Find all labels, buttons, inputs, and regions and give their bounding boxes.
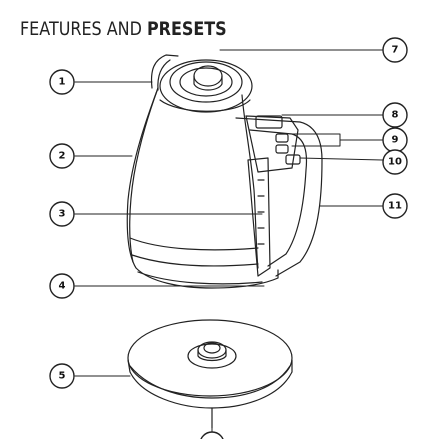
callout-number: 5 (59, 371, 66, 382)
kettle-top-rim (159, 59, 253, 113)
power-base-connector-inner (203, 342, 221, 354)
callout-11: 11 (382, 193, 408, 219)
title-prefix: FEATURES AND (20, 18, 147, 40)
callout-number: 1 (59, 77, 66, 88)
kettle-shoulder (159, 99, 251, 112)
power-base-connector-side (197, 349, 227, 362)
callout-1: 1 (49, 69, 75, 95)
power-base-top (127, 319, 293, 397)
preset-button-down (275, 144, 289, 154)
control-panel (245, 115, 299, 173)
power-base-ring (187, 343, 237, 369)
kettle-base-band (129, 237, 259, 251)
callout-7: 7 (382, 37, 408, 63)
callout-5: 5 (49, 363, 75, 389)
title-emphasis: PRESETS (146, 18, 227, 40)
kettle-lid-knob (193, 65, 223, 87)
callout-number: 4 (59, 281, 66, 292)
power-base-rim (129, 365, 291, 399)
kettle-lid-inner (179, 67, 233, 97)
leader-lines (74, 49, 384, 433)
kettle-lid (169, 61, 243, 103)
callout-number: 3 (59, 209, 66, 220)
kettle-handle-inner (249, 129, 308, 267)
callout-2: 2 (49, 143, 75, 169)
callout-4: 4 (49, 273, 75, 299)
kettle-base-bottom (137, 271, 263, 285)
water-window (247, 157, 271, 277)
callout-3: 3 (49, 201, 75, 227)
kettle-spout-inner (157, 59, 171, 91)
leader-line-10 (299, 157, 384, 161)
power-button (285, 154, 301, 165)
callout-8: 8 (382, 102, 408, 128)
kettle-handle (235, 117, 323, 277)
leader-line-9-bracket (291, 133, 341, 147)
kettle-base-band-2 (131, 254, 259, 267)
callout-6: 6 (200, 431, 224, 439)
callout-number: 2 (59, 151, 66, 162)
kettle-lid-knob-side (193, 75, 223, 91)
callout-number: 9 (392, 135, 399, 146)
preset-button-up (275, 133, 289, 143)
callout-9: 9 (382, 127, 408, 153)
callout-10: 10 (382, 149, 408, 175)
page-title: FEATURES AND PRESETS (20, 18, 227, 40)
callout-number: 10 (388, 157, 402, 168)
kettle-spout (150, 54, 179, 89)
callout-number: 11 (388, 201, 402, 212)
kettle-body (126, 87, 279, 289)
kettle-illustration (126, 54, 323, 429)
callout-number: 7 (392, 45, 399, 56)
digital-display (255, 115, 283, 129)
callout-number: 8 (392, 110, 399, 121)
kettle-body-left (129, 87, 159, 263)
